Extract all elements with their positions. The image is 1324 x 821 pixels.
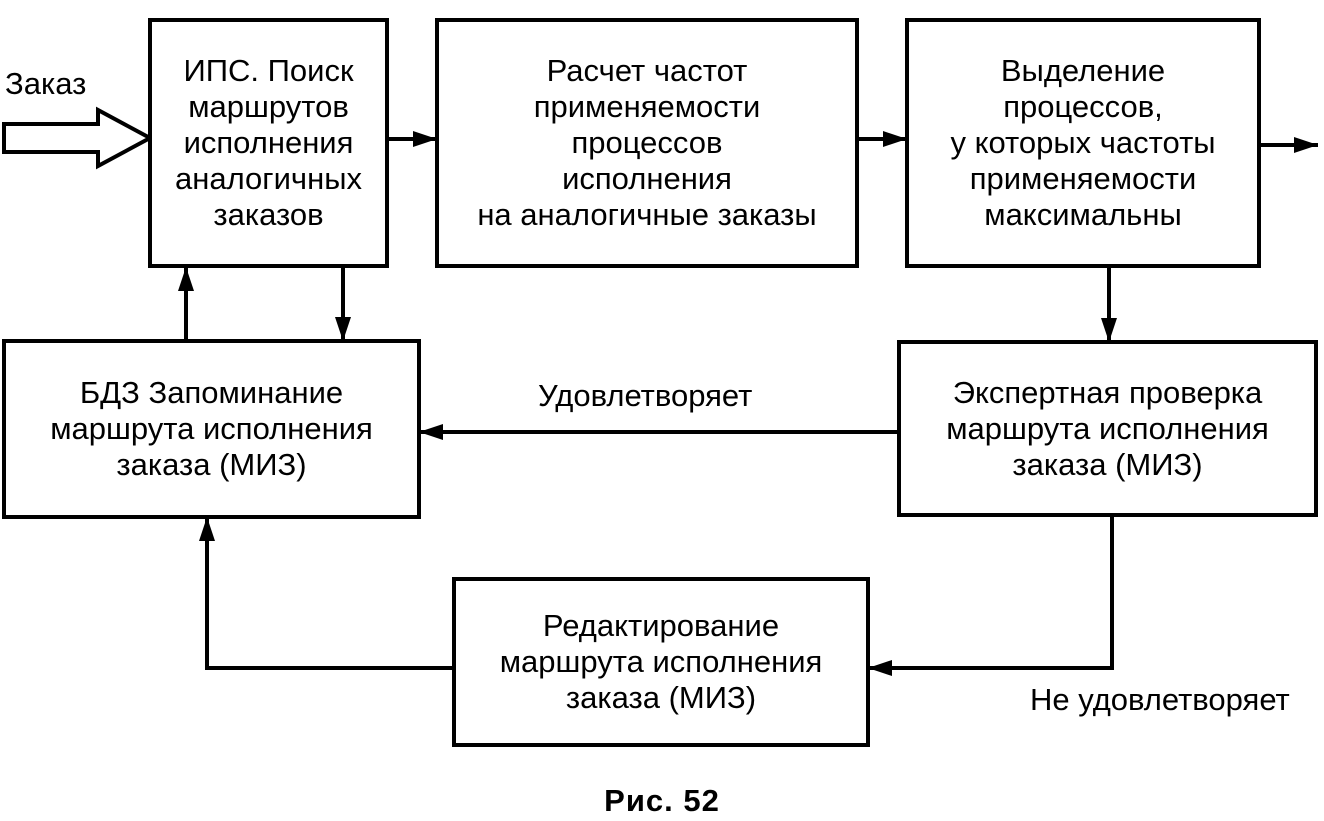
arrow-expert-to-edit	[868, 515, 1114, 676]
figure-caption: Рис. 52	[604, 783, 720, 818]
block-max-selection-text: Выделение процессов, у которых частоты п…	[950, 53, 1216, 232]
input-label: Заказ	[5, 66, 87, 101]
block-bdz-storage-text: БДЗ Запоминание маршрута исполнения зака…	[50, 375, 373, 482]
block-editing: Редактирование маршрута исполнения заказ…	[452, 577, 870, 747]
input-arrow	[2, 106, 155, 170]
arrow-edit-to-bdz	[199, 517, 454, 670]
block-frequency-calc: Расчет частот применяемости процессов ис…	[435, 18, 859, 268]
block-frequency-calc-text: Расчет частот применяемости процессов ис…	[477, 53, 817, 232]
block-expert-check: Экспертная проверка маршрута исполнения …	[897, 340, 1318, 517]
edge-label-not-satisfies: Не удовлетворяет	[1030, 682, 1290, 717]
block-max-selection: Выделение процессов, у которых частоты п…	[905, 18, 1261, 268]
block-ips-search-text: ИПС. Поиск маршрутов исполнения аналогич…	[175, 53, 362, 232]
block-editing-text: Редактирование маршрута исполнения заказ…	[499, 608, 823, 715]
block-expert-check-text: Экспертная проверка маршрута исполнения …	[946, 374, 1269, 482]
edge-label-satisfies: Удовлетворяет	[538, 378, 753, 413]
block-bdz-storage: БДЗ Запоминание маршрута исполнения зака…	[2, 339, 421, 519]
block-ips-search: ИПС. Поиск маршрутов исполнения аналогич…	[148, 18, 389, 268]
